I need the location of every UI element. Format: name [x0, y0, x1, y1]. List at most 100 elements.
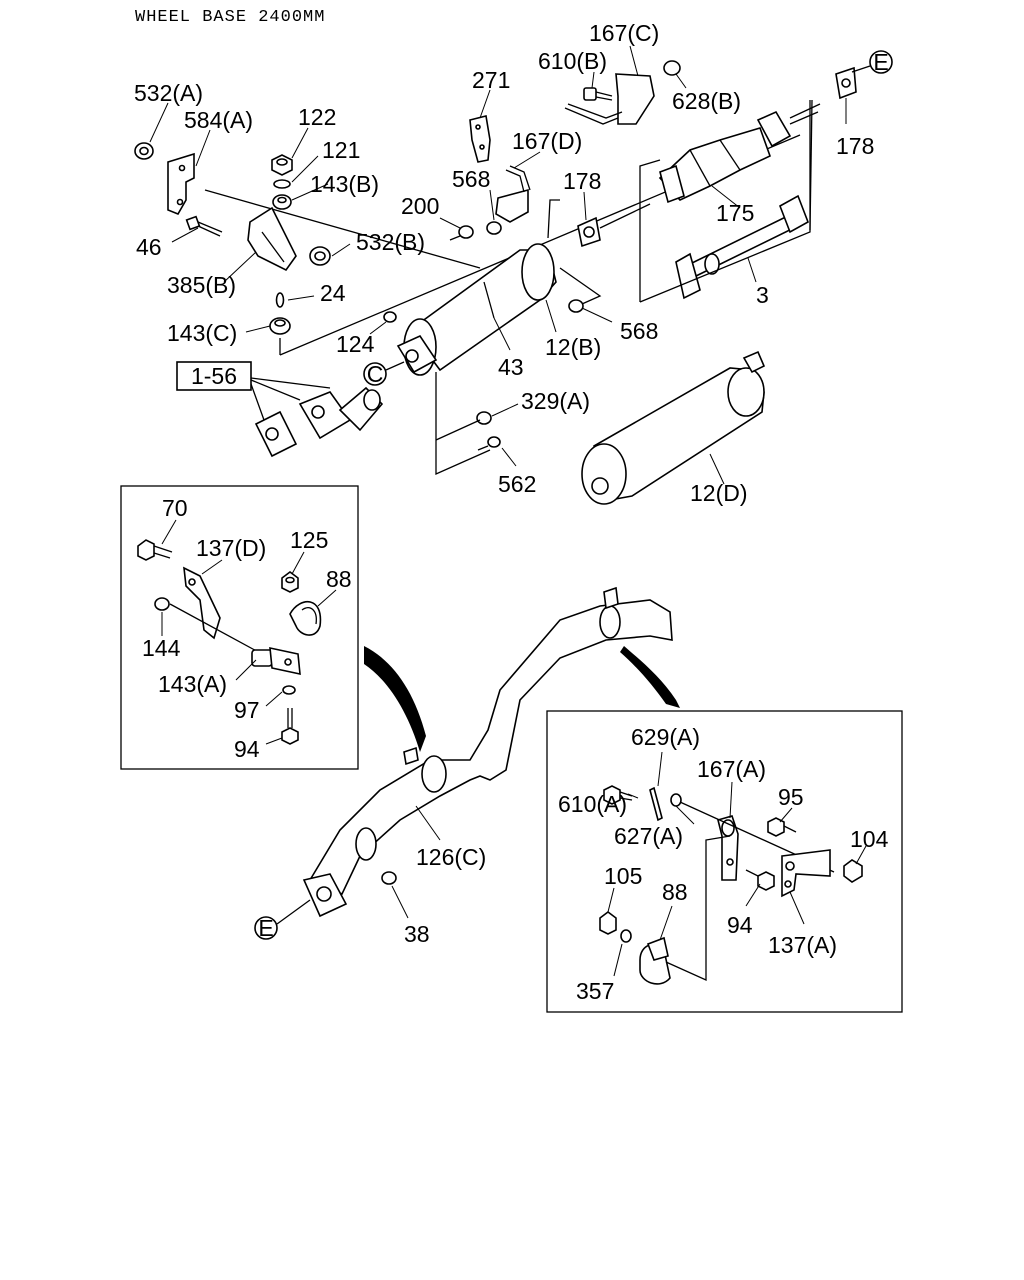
label-12b: 12(B) [545, 334, 601, 360]
nut-329a [476, 411, 492, 425]
label-94-right: 94 [727, 912, 753, 938]
nut-568-top [486, 221, 502, 235]
nut-124 [383, 311, 397, 323]
label-385b: 385(B) [167, 272, 236, 298]
label-627a: 627(A) [614, 823, 683, 849]
label-329a: 329(A) [521, 388, 590, 414]
washer-627a [670, 793, 682, 807]
ref-box-1-56: 1-56 [176, 361, 331, 421]
label-167a: 167(A) [697, 756, 766, 782]
label-137d: 137(D) [196, 535, 266, 561]
label-628b: 628(B) [672, 88, 741, 114]
label-143c: 143(C) [167, 320, 237, 346]
part-labels: 532(A) 584(A) 122 121 143(B) 46 532(B) 3… [134, 20, 889, 1004]
tail-pipe-126c [302, 586, 673, 918]
bolt-46 [185, 215, 223, 237]
ref-circle-c-left: C [363, 361, 405, 387]
clamp-88-left [289, 600, 322, 636]
label-43: 43 [498, 354, 524, 380]
rubber-143b [272, 194, 292, 210]
label-126c: 126(C) [416, 844, 486, 870]
leader-lines-top [149, 45, 847, 485]
label-70: 70 [162, 495, 188, 521]
washer-121 [273, 179, 291, 189]
label-105: 105 [604, 863, 642, 889]
svg-text:E: E [258, 915, 273, 941]
label-38: 38 [404, 921, 430, 947]
bracket-137a [781, 849, 831, 898]
label-124: 124 [336, 331, 375, 357]
label-568-right: 568 [620, 318, 658, 344]
label-175: 175 [716, 200, 754, 226]
label-167d: 167(D) [512, 128, 582, 154]
label-125: 125 [290, 527, 328, 553]
bracket-167a [717, 815, 739, 881]
nut-628b [663, 60, 681, 76]
svg-text:C: C [367, 361, 384, 387]
label-122: 122 [298, 104, 336, 130]
label-121: 121 [322, 137, 360, 163]
washer-357 [620, 929, 632, 943]
washer-97 [282, 685, 296, 695]
bolt-200 [449, 225, 474, 241]
gasket-178-mid [577, 216, 601, 248]
label-143a: 143(A) [158, 671, 227, 697]
clamp-detail-inset [546, 710, 903, 1013]
label-24: 24 [320, 280, 346, 306]
ref-circle-e-bottom: E [254, 899, 311, 941]
label-88-right: 88 [662, 879, 688, 905]
label-584a: 584(A) [184, 107, 253, 133]
clamp-88-right [639, 936, 671, 985]
label-95: 95 [778, 784, 804, 810]
label-143b: 143(B) [310, 171, 379, 197]
label-178-right: 178 [836, 133, 874, 159]
label-178-mid: 178 [563, 168, 601, 194]
label-357: 357 [576, 978, 614, 1004]
manifold-pipe-1-56 [254, 386, 384, 458]
bolt-70 [137, 539, 173, 561]
svg-text:1-56: 1-56 [191, 363, 237, 389]
label-610b: 610(B) [538, 48, 607, 74]
label-94-left: 94 [234, 736, 260, 762]
label-568-top: 568 [452, 166, 490, 192]
catalytic-converter-175 [658, 103, 821, 204]
diagram-title: WHEEL BASE 2400MM [135, 8, 325, 27]
muffler-43 [396, 243, 557, 376]
label-562: 562 [498, 471, 536, 497]
label-12d: 12(D) [690, 480, 748, 506]
ref-circle-e-top: E [851, 49, 893, 75]
label-610a: 610(A) [558, 791, 627, 817]
bolt-610a [603, 785, 633, 805]
nut-104 [843, 859, 863, 883]
pin-24 [275, 292, 285, 308]
bolt-94-left [281, 708, 299, 745]
bracket-385b [247, 206, 297, 272]
label-46: 46 [136, 234, 162, 260]
nut-105 [599, 911, 617, 935]
label-144: 144 [142, 635, 181, 661]
label-167c: 167(C) [589, 20, 659, 46]
label-200: 200 [401, 193, 439, 219]
label-104: 104 [850, 826, 889, 852]
rubber-143c [269, 317, 291, 335]
upper-exhaust-assembly: E C 1-56 [134, 45, 893, 505]
label-629a: 629(A) [631, 724, 700, 750]
muffler-12d [581, 350, 766, 505]
nut-532b [309, 246, 331, 266]
arrow-to-right-inset [620, 646, 680, 708]
gasket-178-right [835, 66, 857, 100]
svg-text:E: E [873, 49, 888, 75]
bolt-610b [583, 87, 613, 101]
arrow-to-left-inset [364, 646, 426, 752]
washer-144 [154, 597, 170, 611]
nut-122 [271, 154, 293, 176]
label-532b: 532(B) [356, 229, 425, 255]
bolt-562 [477, 436, 501, 451]
front-pipe-3 [675, 194, 809, 300]
label-532a: 532(A) [134, 80, 203, 106]
label-3: 3 [756, 282, 769, 308]
label-271: 271 [472, 67, 510, 93]
bracket-584a [167, 152, 195, 216]
rubber-143a [251, 646, 301, 676]
